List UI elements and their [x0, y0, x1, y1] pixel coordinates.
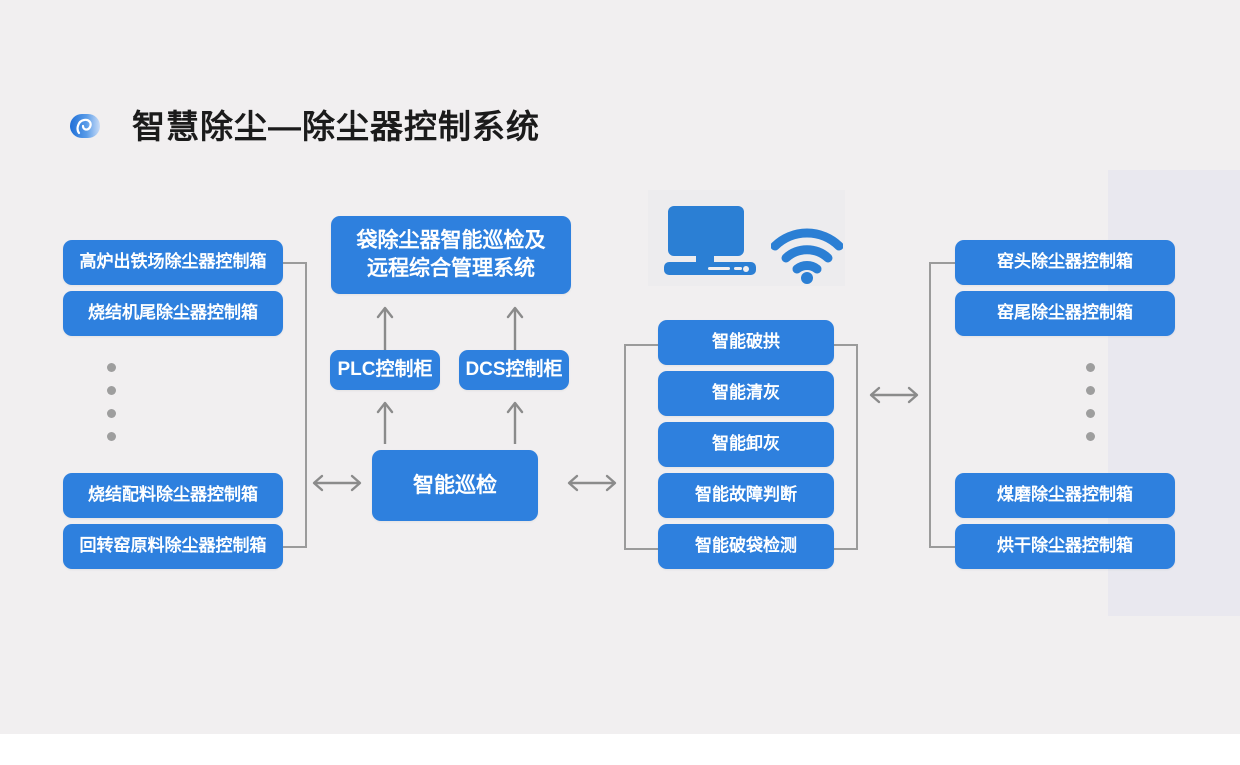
arrow-right-bidirectional: [862, 382, 926, 413]
right-bracket-top-stub: [929, 262, 957, 264]
left-bracket-spine: [305, 262, 307, 548]
arrow-inspection-to-plc: [373, 398, 397, 451]
left-bracket-bottom-stub: [283, 546, 307, 548]
arrow-plc-to-system: [373, 303, 397, 358]
swirl-logo-icon: [66, 107, 104, 145]
node-intelligent-inspection[interactable]: 智能巡检: [372, 450, 538, 521]
page-header: 智慧除尘—除尘器控制系统: [66, 96, 540, 156]
ellipsis-dot-right-4: [1086, 432, 1095, 441]
node-left-4[interactable]: 回转窑原料除尘器控制箱: [63, 524, 283, 569]
function-bracket-right-bottom-stub: [820, 548, 858, 550]
arrow-left-bidirectional: [305, 470, 369, 501]
page-title: 智慧除尘—除尘器控制系统: [132, 107, 540, 145]
ellipsis-dot-right-2: [1086, 386, 1095, 395]
slide-background: [0, 0, 1240, 734]
arrow-center-bidirectional: [560, 470, 624, 501]
node-function-3[interactable]: 智能卸灰: [658, 422, 834, 467]
ellipsis-dot-left-2: [107, 386, 116, 395]
ellipsis-dot-left-4: [107, 432, 116, 441]
ellipsis-dot-right-3: [1086, 409, 1095, 418]
node-left-3[interactable]: 烧结配料除尘器控制箱: [63, 473, 283, 518]
node-function-4[interactable]: 智能故障判断: [658, 473, 834, 518]
node-left-2[interactable]: 烧结机尾除尘器控制箱: [63, 291, 283, 336]
node-dcs-cabinet[interactable]: DCS控制柜: [459, 350, 569, 390]
system-box-line2: 远程综合管理系统: [367, 257, 535, 280]
system-box-line1: 袋除尘器智能巡检及: [356, 229, 546, 253]
desktop-computer-icon: [662, 204, 758, 281]
arrow-inspection-to-dcs: [503, 398, 527, 451]
node-left-1[interactable]: 高炉出铁场除尘器控制箱: [63, 240, 283, 285]
node-right-3[interactable]: 煤磨除尘器控制箱: [955, 473, 1175, 518]
left-bracket-top-stub: [283, 262, 307, 264]
wifi-signal-icon: [770, 228, 844, 289]
right-bracket-bottom-stub: [929, 546, 957, 548]
function-bracket-left-spine: [624, 344, 626, 550]
function-bracket-left-bottom-stub: [624, 548, 660, 550]
node-plc-cabinet[interactable]: PLC控制柜: [330, 350, 440, 390]
function-bracket-left-top-stub: [624, 344, 660, 346]
node-right-4[interactable]: 烘干除尘器控制箱: [955, 524, 1175, 569]
node-function-5[interactable]: 智能破袋检测: [658, 524, 834, 569]
function-bracket-right-top-stub: [820, 344, 858, 346]
node-function-2[interactable]: 智能清灰: [658, 371, 834, 416]
function-bracket-right-spine: [856, 344, 858, 550]
ellipsis-dot-left-3: [107, 409, 116, 418]
ellipsis-dot-right-1: [1086, 363, 1095, 372]
ellipsis-dot-left-1: [107, 363, 116, 372]
node-right-2[interactable]: 窑尾除尘器控制箱: [955, 291, 1175, 336]
node-right-1[interactable]: 窑头除尘器控制箱: [955, 240, 1175, 285]
node-function-1[interactable]: 智能破拱: [658, 320, 834, 365]
node-system-management[interactable]: 袋除尘器智能巡检及 远程综合管理系统: [331, 216, 571, 294]
arrow-dcs-to-system: [503, 303, 527, 358]
right-bracket-spine: [929, 262, 931, 548]
